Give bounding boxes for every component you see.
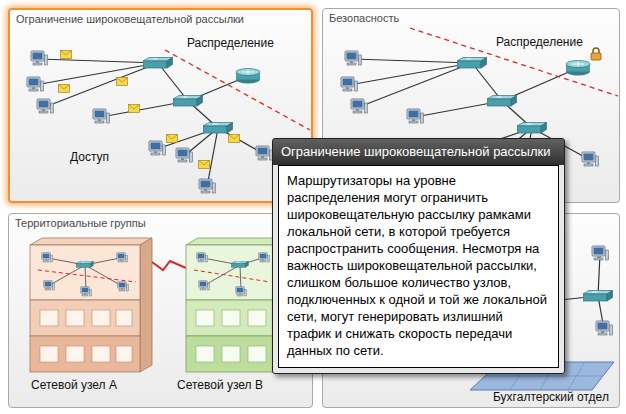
pc-icon [341, 77, 358, 91]
pc-icon [345, 51, 362, 65]
tier-label: Доступ [70, 151, 109, 165]
switch-icon [583, 291, 613, 302]
switch-icon [517, 123, 547, 134]
padlock-icon [591, 48, 601, 60]
wan-link [152, 261, 186, 270]
panel-title: Территориальные группы [15, 217, 146, 230]
pc-icon [596, 321, 613, 335]
tier-label: Распределение [496, 36, 583, 50]
router-icon [236, 69, 260, 84]
switch-icon [457, 58, 487, 69]
envelope-icon [61, 51, 72, 59]
envelope-icon [229, 135, 240, 143]
switch-icon [143, 58, 173, 69]
panel-box: Ограничение широковещательной рассылкиРа… [8, 8, 313, 203]
pc-icon [351, 99, 368, 113]
department-label: Бухгалтерский отдел [493, 391, 609, 405]
popup-box: Ограничение широковещательной рассылкиМа… [272, 138, 565, 374]
panel-title: Безопасность [329, 12, 399, 25]
envelope-icon [59, 85, 70, 93]
panel-box: Территориальные группыСетевой узел A Сете… [8, 213, 313, 408]
envelope-icon [117, 78, 128, 86]
envelope-icon [199, 161, 210, 169]
switch-icon [203, 123, 233, 134]
site-label: Сетевой узел A [31, 379, 117, 393]
router-icon [566, 61, 590, 76]
building-a [30, 238, 152, 372]
site-label: Сетевой узел B [177, 379, 263, 393]
pc-icon [592, 246, 609, 260]
envelope-icon [129, 105, 140, 113]
switch-icon [173, 96, 203, 107]
pc-icon [407, 109, 424, 123]
boundary-dash [165, 50, 310, 130]
pc-icon [149, 141, 166, 155]
pc-icon [582, 152, 599, 166]
tier-label: Распределение [187, 37, 274, 51]
popup-title: Ограничение широковещательной рассылки [278, 139, 550, 165]
pc-icon [31, 51, 48, 65]
panel-ground [8, 213, 313, 408]
pc-icon [256, 146, 273, 160]
switch-icon [487, 96, 517, 107]
pc-icon [199, 179, 216, 193]
envelope-icon [167, 135, 178, 143]
pc-icon [27, 77, 44, 91]
pc-icon [93, 109, 110, 123]
network-wires [35, 59, 264, 187]
panel-ground [8, 8, 313, 203]
pc-icon [176, 148, 193, 162]
pc-icon [37, 99, 54, 113]
popup-body: Маршрутизаторы на уровне распределения м… [278, 165, 559, 368]
boundary-dash [410, 28, 618, 96]
panel-title: Ограничение широковещательной рассылки [16, 13, 244, 26]
